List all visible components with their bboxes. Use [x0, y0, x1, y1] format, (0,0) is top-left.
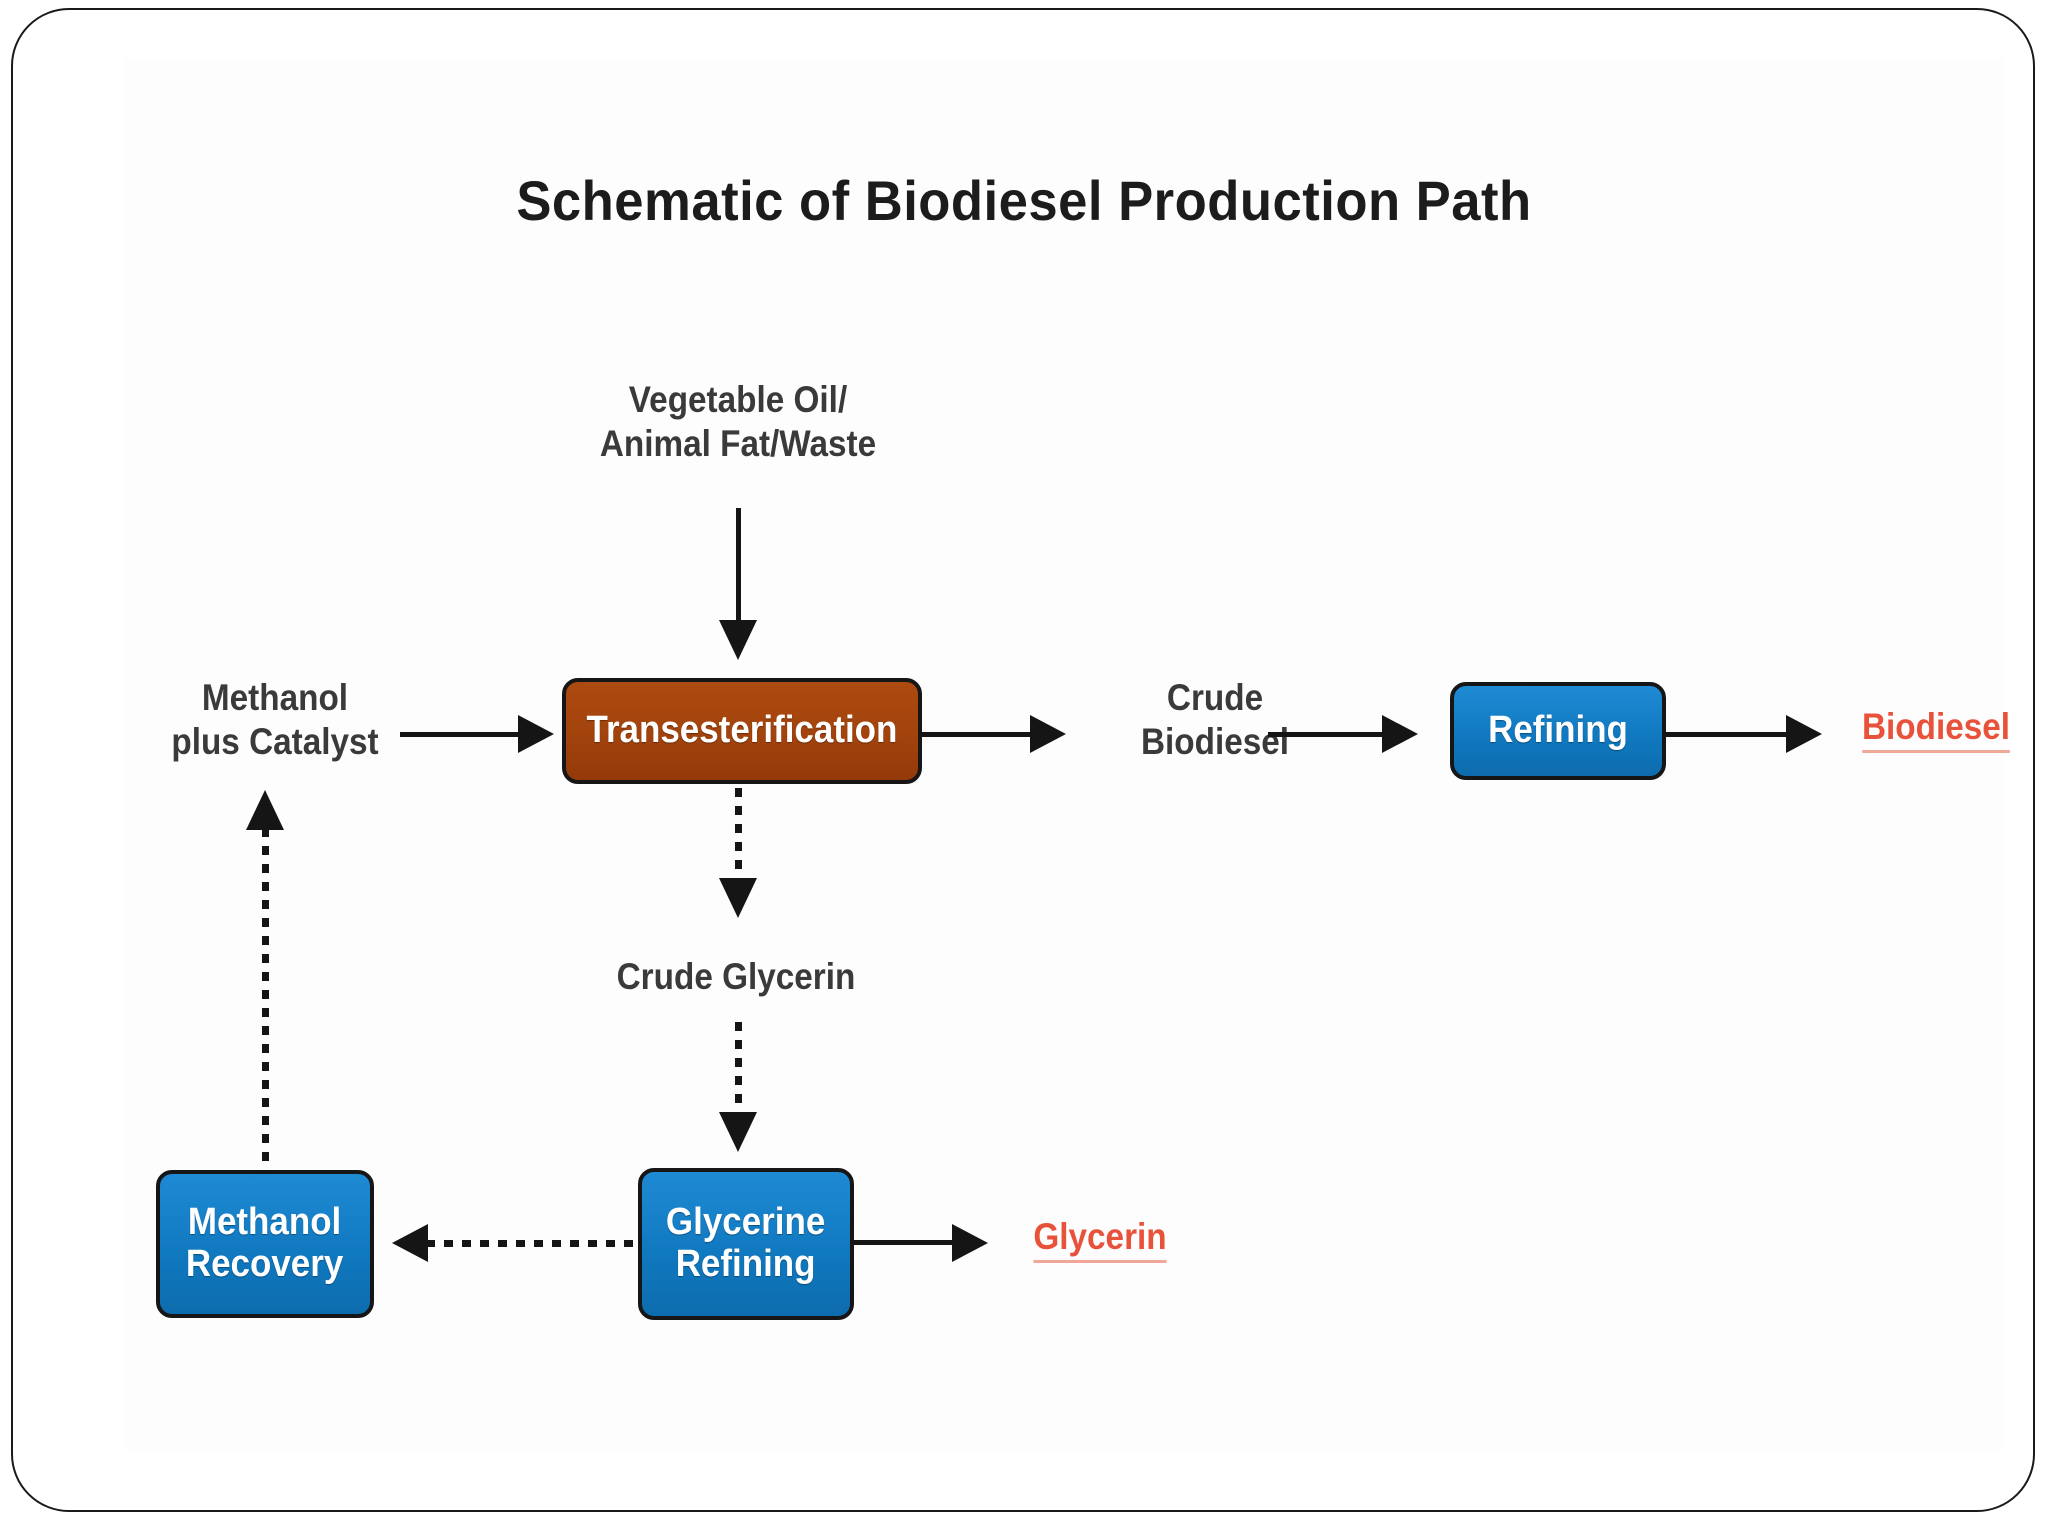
connector-refining-to-biodiesel-line — [1666, 732, 1802, 737]
glycerin-output-text: Glycerin — [1033, 1216, 1167, 1263]
crude-biodiesel-line-1: Crude — [1166, 677, 1264, 718]
arrowhead-up-methanol-catalyst — [246, 790, 284, 830]
refining-label: Refining — [1488, 709, 1628, 752]
crude-biodiesel-line-2: Biodiesel — [1140, 720, 1290, 762]
connector-transesterification-to-crude-glycerin-line — [735, 788, 742, 898]
feedstock-line-2: Animal Fat/Waste — [599, 422, 877, 464]
methanol-catalyst-line-1: Methanol — [201, 677, 349, 718]
output-label-biodiesel: Biodiesel — [1837, 706, 2035, 753]
label-crude-biodiesel: Crude Biodiesel — [1094, 676, 1337, 763]
connector-feedstock-to-transesterification-line — [736, 508, 741, 634]
arrowhead-right-refining — [1382, 715, 1418, 753]
arrowhead-right-crude-biodiesel — [1030, 715, 1066, 753]
connector-methanol-recovery-to-methanol-catalyst-line — [262, 828, 269, 1174]
label-feedstock: Vegetable Oil/ Animal Fat/Waste — [558, 378, 918, 465]
transesterification-label: Transesterification — [586, 709, 898, 752]
label-methanol-plus-catalyst: Methanol plus Catalyst — [127, 676, 424, 763]
connector-methanol-to-transesterification-line — [400, 732, 530, 737]
label-crude-glycerin: Crude Glycerin — [592, 955, 880, 999]
methanol-recovery-line-1: Methanol — [188, 1201, 342, 1244]
feedstock-line-1: Vegetable Oil/ — [628, 379, 848, 420]
glycerine-refining-line-1: Glycerine — [666, 1201, 826, 1244]
connector-glycerine-refining-to-methanol-recovery-line — [426, 1240, 638, 1247]
diagram-panel — [124, 58, 2004, 1450]
arrowhead-left-methanol-recovery — [392, 1224, 428, 1262]
output-label-glycerin: Glycerin — [1010, 1216, 1190, 1263]
connector-crude-biodiesel-to-refining-line — [1268, 732, 1398, 737]
process-box-transesterification[interactable]: Transesterification — [562, 678, 922, 784]
page-title: Schematic of Biodiesel Production Path — [516, 169, 1532, 232]
connector-crude-glycerin-to-glycerine-refining-line — [735, 1022, 742, 1132]
arrowhead-down-glycerine-refining — [719, 1112, 757, 1152]
connector-transesterification-to-crude-biodiesel-line — [922, 732, 1048, 737]
process-box-refining[interactable]: Refining — [1450, 682, 1666, 780]
connector-glycerine-refining-to-glycerin-line — [854, 1240, 970, 1245]
arrowhead-down-feedstock — [719, 620, 757, 660]
biodiesel-output-text: Biodiesel — [1861, 706, 2011, 753]
arrowhead-down-crude-glycerin — [719, 878, 757, 918]
process-box-methanol-recovery[interactable]: Methanol Recovery — [156, 1170, 374, 1318]
arrowhead-right-glycerin-output — [952, 1224, 988, 1262]
methanol-catalyst-line-2: plus Catalyst — [171, 720, 379, 762]
process-box-glycerine-refining[interactable]: Glycerine Refining — [638, 1168, 854, 1320]
crude-glycerin-text: Crude Glycerin — [616, 956, 856, 997]
arrowhead-right-methanol — [518, 715, 554, 753]
methanol-recovery-line-2: Recovery — [186, 1243, 344, 1285]
glycerine-refining-line-2: Refining — [676, 1243, 816, 1285]
arrowhead-right-biodiesel-output — [1786, 715, 1822, 753]
